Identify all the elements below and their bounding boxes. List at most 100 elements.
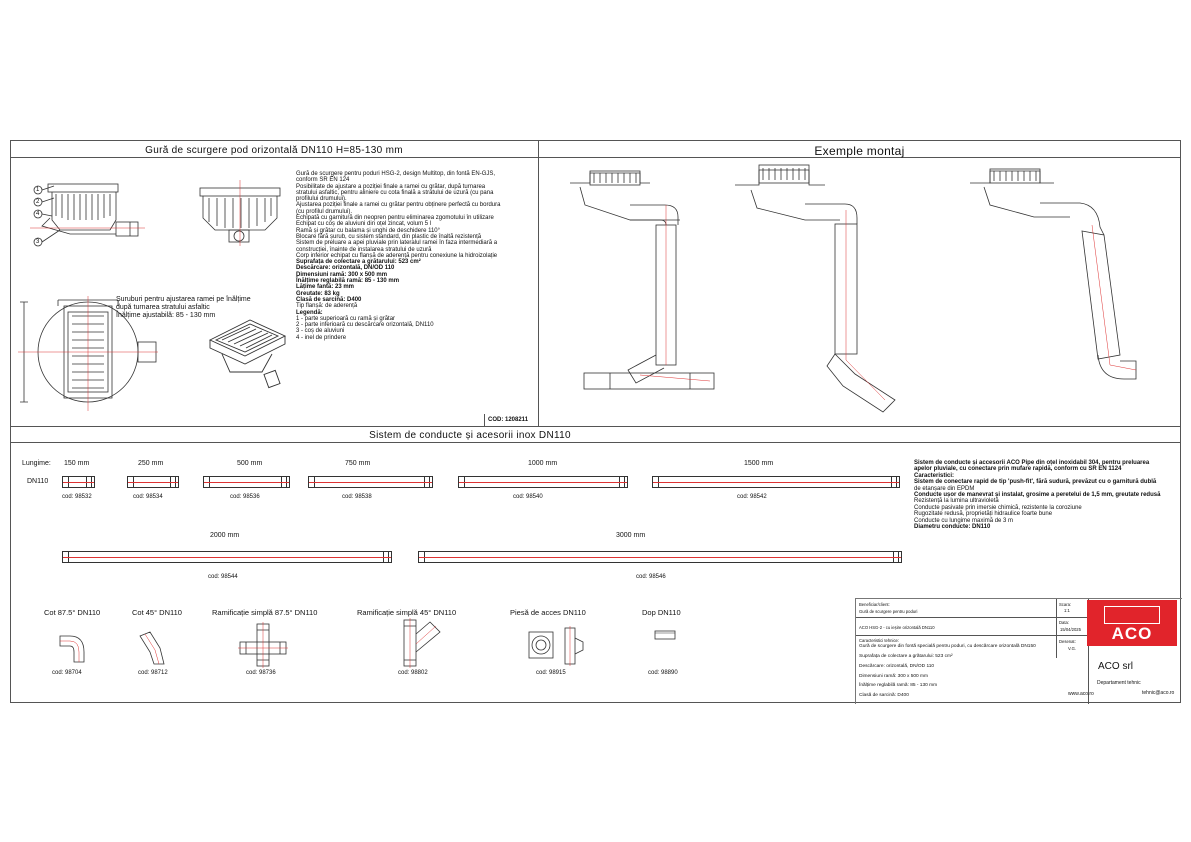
pipe-length-250: 250 mm [138,460,164,467]
callout-4: 4 [36,211,40,217]
acc-title-branch-45: Ramificație simplă 45° DN110 [357,608,457,617]
title-block: Beneficiar/client: Gură de scurgere pent… [855,598,1182,704]
lungime-label: Lungime: [22,460,51,467]
pipe-code-1000: cod: 98540 [513,494,543,500]
tb-line-1 [856,617,1088,618]
pipe-length-150: 150 mm [64,460,90,467]
elbow-87-5-icon [59,635,85,663]
pipe-1000 [458,476,628,488]
tb-dept: Departament tehnic [1097,680,1141,686]
pipe-code-750: cod: 98538 [342,494,372,500]
dn-label: DN110 [27,478,49,485]
description-line: Dimensiuni ramă: 300 x 500 mm [296,271,388,278]
left-title: Gură de scurgere pod orizontală DN110 H=… [145,145,403,156]
system-line: de etanșare din EPDM [914,485,975,492]
tb-caract-4: Dimensiuni ramă: 300 x 500 mm [859,674,929,679]
pipe-code-250: cod: 98534 [133,494,163,500]
adjust-note-2: după turnarea stratului asfaltic [116,304,210,311]
plug-icon [654,630,676,640]
tb-caract-6: Clasă de sarcină: D400 [859,693,909,698]
callout-2: 2 [36,199,40,205]
access-piece-icon [528,626,584,666]
pipe-1500 [652,476,900,488]
installation-example-2 [735,164,896,413]
tb-vline-1 [1056,599,1057,658]
description-line: profilului drumului). [296,196,347,203]
system-line: Sistem de conducte și accesorii ACO Pipe… [914,460,1150,466]
tb-company: ACO srl [1098,661,1133,672]
acc-code-elbow-87: cod: 98704 [52,670,82,676]
description-line: Legendă: [296,309,323,316]
tb-desenat-value: V.G. [1068,646,1076,651]
acc-code-elbow-45: cod: 98712 [138,670,168,676]
section-divider [10,426,1181,427]
aco-logo-grid [1104,606,1160,624]
gully-front-view [199,180,281,246]
system-line: Conducte ușor de manevrat și instalat, g… [914,492,1161,499]
system-line: Conducte pasivate prin imersie chimică, … [914,504,1082,511]
pipe-250 [127,476,179,488]
acc-title-plug: Dop DN110 [642,608,681,617]
acc-title-elbow-87: Cot 87.5° DN110 [44,608,101,617]
description-line: 1 - parte superioară cu ramă și grătar [296,315,396,322]
callout-1: 1 [36,187,40,193]
pipe-length-3000: 3000 mm [616,532,646,539]
description-line: Blocare fără șurub, cu sistem standard, … [296,233,482,240]
system-line: Caracteristici: [914,472,955,479]
acc-code-branch-87: cod: 98736 [246,670,276,676]
description-line: Tip flanșă: de aderență [296,303,358,310]
system-line: Conducte cu lungime maximă de 3 m [914,517,1014,524]
pipe-150 [62,476,95,488]
tb-scara-value: 1:1 [1064,608,1070,613]
description-line: 2 - parte inferioară cu descărcare orizo… [296,322,434,329]
tb-caract-label: Caracteristici tehnice: [859,638,900,643]
pipe-code-1500: cod: 98542 [737,494,767,500]
description-line: Gură de scurgere pentru poduri HSG-2, de… [296,171,496,177]
description-line: conform SR EN 124 [296,177,350,184]
tb-vline-2 [1088,599,1089,704]
installation-example-3 [970,168,1137,380]
pipe-length-1000: 1000 mm [528,460,558,467]
tb-caract-1: Gură de scurgere din fontă specială pent… [859,644,1036,649]
acc-title-elbow-45: Cot 45° DN110 [132,608,182,617]
tb-caract-3: Descărcare: orizontală, DN/OD 110 [859,664,935,669]
elbow-45-icon [139,631,165,665]
callout-3: 3 [36,239,40,245]
acc-code-access: cod: 98915 [536,670,566,676]
pipe-code-3000: cod: 98546 [636,574,666,580]
adjust-note-1: Șuruburi pentru ajustarea ramei pe înălț… [116,296,251,303]
pipe-code-150: cod: 98532 [62,494,92,500]
acc-title-access: Piesă de acces DN110 [510,608,586,617]
product-description: Gură de scurgere pentru poduri HSG-2, de… [296,171,528,341]
description-line: Ramă și grătar cu balama și unghi de des… [296,227,441,234]
description-line: 4 - inel de prindere [296,334,347,341]
pipe-length-750: 750 mm [345,460,371,467]
tb-data-value: 15/04/2025 [1060,627,1081,632]
description-line: Suprafața de colectare a grătarului: 523… [296,259,421,266]
description-line: Echipată cu garnitură din neopren pentru… [296,215,494,222]
right-title: Exemple montaj [814,144,905,158]
description-line: stratului asfaltic, pentru aliniere cu c… [296,189,494,196]
gully-plan-view [18,296,158,411]
description-line: 3 - coș de aluviuni [296,328,345,335]
tb-produs: ACO HSG-2 - cu ieșire orizontală DN110 [859,625,935,630]
tb-data-label: Data: [1059,620,1070,625]
acc-code-plug: cod: 98890 [648,670,678,676]
tb-beneficiar-value: Gură de scurgere pentru poduri [859,609,918,614]
pipe-2000 [62,551,392,563]
installation-example-1 [570,170,715,390]
pipe-code-2000: cod: 98544 [208,574,238,580]
system-line: Rezistență la lumina ultravioletă [914,498,999,505]
pipe-code-500: cod: 98536 [230,494,260,500]
tb-caract-5: Înălțime reglabilă ramă: 85 - 130 mm [859,683,938,688]
branch-45-icon [403,618,441,668]
pipe-750 [308,476,433,488]
tb-beneficiar-label: Beneficiar/client: [859,602,890,607]
description-line: Echipat cu coș de aluviuni din oțel zinc… [296,221,432,228]
description-line: Descărcare: orizontală, DN/OD 110 [296,265,395,272]
aco-logo-text: ACO [1111,624,1153,643]
system-line: Diametru conducte: DN110 [914,524,991,531]
description-line: Înălțime reglabilă ramă: 85 - 130 mm [296,278,400,285]
section-title-divider [10,442,1181,443]
system-line: apelor pluviale, cu conectare prin mufar… [914,466,1122,473]
